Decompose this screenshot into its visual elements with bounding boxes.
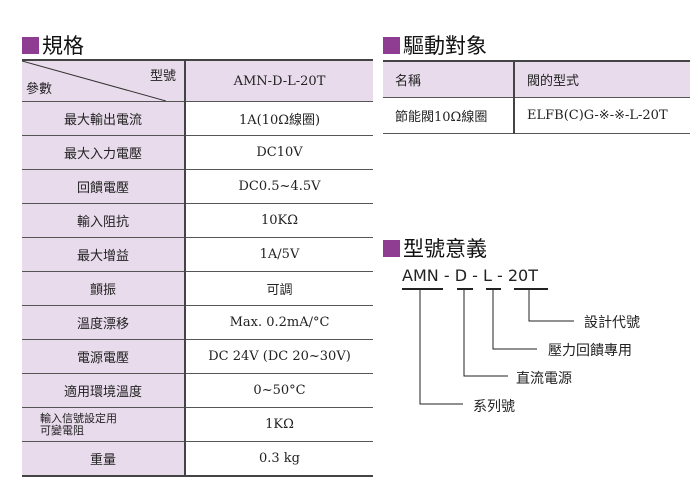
param-value: 可調: [185, 271, 373, 306]
param-name: 最大輸出電流: [22, 101, 186, 136]
param-name: 回饋電壓: [22, 169, 186, 204]
param-value: 1KΩ: [185, 407, 373, 442]
drive-title: 驅動對象: [383, 30, 487, 60]
bullet-square-icon: [383, 239, 400, 257]
param-name: 溫度漂移: [22, 305, 186, 340]
param-value: 1A(10Ω線圈): [185, 101, 373, 136]
param-name: 最大入力電壓: [22, 135, 186, 170]
param-value: 10KΩ: [185, 203, 373, 238]
param-name: 輸入信號設定用 可變電阻: [22, 407, 186, 442]
param-name: 適用環境溫度: [22, 373, 186, 408]
model-code: AMN - D - L - 20T: [402, 266, 539, 285]
model-header: AMN-D-L-20T: [185, 60, 373, 102]
spec-title: 規格: [22, 30, 84, 60]
param-value: Max. 0.2mA/°C: [185, 305, 373, 340]
param-name: 電源電壓: [22, 339, 186, 374]
header-diagonal-cell: 參數 型號: [22, 60, 186, 102]
param-value: 0~50°C: [185, 373, 373, 408]
param-value: DC 24V (DC 20~30V): [185, 339, 373, 374]
param-name: 顫振: [22, 271, 186, 306]
param-name: 輸入阻抗: [22, 203, 186, 238]
param-value: 0.3 kg: [185, 441, 373, 477]
param-value: 1A/5V: [185, 237, 373, 272]
param-value: DC0.5~4.5V: [185, 169, 373, 204]
param-value: DC10V: [185, 135, 373, 170]
param-name: 最大增益: [22, 237, 186, 272]
bullet-square-icon: [22, 36, 39, 54]
meaning-title: 型號意義: [383, 233, 487, 263]
bullet-square-icon: [383, 36, 400, 54]
table-row: 顫振可調: [22, 271, 373, 306]
param-name: 重量: [22, 441, 186, 477]
